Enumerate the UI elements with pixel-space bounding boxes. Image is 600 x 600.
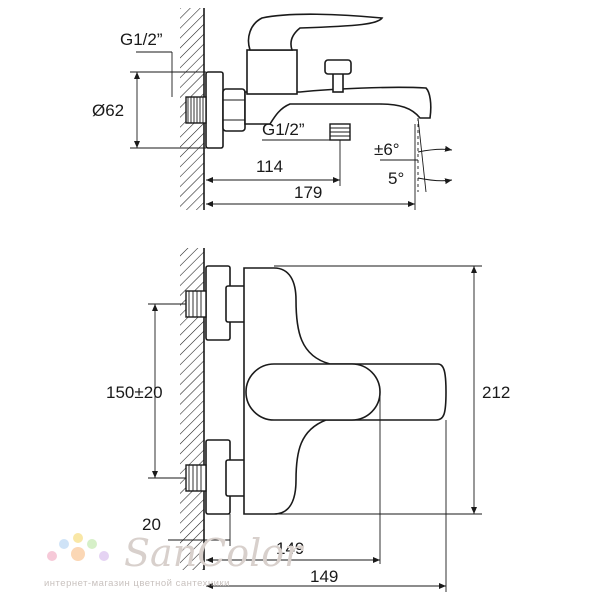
coupling-nut: [222, 88, 246, 132]
spout-outlet-oval: [245, 363, 381, 421]
diverter-knob: [324, 59, 352, 75]
wall-flange: [205, 71, 224, 149]
diverter-stem: [332, 71, 344, 93]
spout-angle-label: 5°: [388, 169, 404, 188]
outlet-distance-label: 114: [256, 157, 283, 176]
upper-nut: [225, 285, 247, 323]
lower-nut: [225, 459, 247, 497]
wall-offset-label: 20: [142, 515, 161, 534]
thread-size-top: G1/2”: [120, 30, 163, 49]
spout-body: [244, 86, 432, 125]
height-label: 212: [482, 383, 510, 402]
watermark-logo: SanColor: [124, 531, 305, 575]
upper-inlet-thread: [185, 290, 207, 318]
watermark-dot: [99, 551, 109, 561]
tilt-angle-label: ±6°: [374, 140, 400, 159]
watermark-dot: [87, 539, 97, 549]
watermark-dots: [47, 533, 109, 561]
inlet-thread: [185, 96, 207, 124]
lever-handle: [247, 13, 384, 51]
top-view: [130, 8, 453, 210]
front-view: [148, 248, 482, 592]
watermark-dot: [71, 547, 85, 561]
cartridge-column: [246, 49, 298, 95]
watermark: SanColor интернет-магазин цветной сантех…: [44, 531, 305, 589]
depth-label-lower: 149: [310, 567, 338, 586]
watermark-tagline: интернет-магазин цветной сантехники: [44, 578, 230, 589]
watermark-dot: [59, 539, 69, 549]
diameter-label: Ø62: [92, 101, 124, 120]
depth-label-upper: 149: [276, 539, 304, 558]
watermark-dot: [73, 533, 83, 543]
watermark-dot: [47, 551, 57, 561]
outlet-thread: [329, 123, 351, 141]
lower-inlet-thread: [185, 464, 207, 492]
inlet-spacing-label: 150±20: [106, 383, 163, 402]
total-length-label: 179: [294, 183, 322, 202]
thread-size-outlet: G1/2”: [262, 120, 305, 139]
